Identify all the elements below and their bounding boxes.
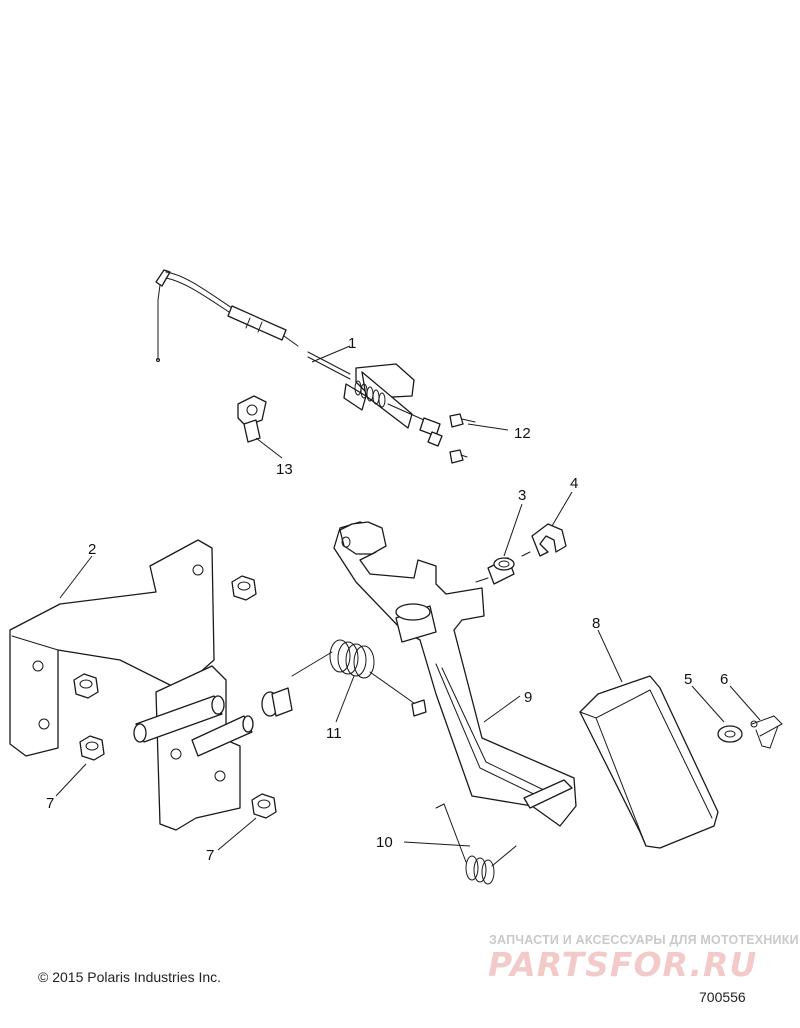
pedal-pad <box>579 675 719 849</box>
callout-labels: 1 2 3 4 5 6 7 7 8 9 10 11 12 13 <box>46 335 728 864</box>
hairpin-clip <box>750 715 783 749</box>
e-clip <box>521 523 567 557</box>
callout-12: 12 <box>514 425 531 442</box>
washer <box>717 725 743 743</box>
callout-1: 1 <box>348 335 356 352</box>
pedal-arm <box>333 521 577 827</box>
screw-lower <box>449 449 468 464</box>
leader-lines <box>55 345 761 851</box>
pedal-bushing <box>475 557 515 585</box>
callout-8: 8 <box>592 615 600 632</box>
flange-nut-4 <box>251 793 277 819</box>
drawing-number: 700556 <box>699 989 746 1005</box>
watermark-tagline: ЗАПЧАСТИ И АКСЕССУАРЫ ДЛЯ МОТОТЕХНИКИ <box>489 933 799 947</box>
torsion-spring-large <box>291 639 427 717</box>
pivot-shaft-upper <box>133 695 225 743</box>
mounting-bracket <box>9 539 241 831</box>
flange-nut-1 <box>231 575 257 601</box>
copyright-notice: © 2015 Polaris Industries Inc. <box>38 969 222 985</box>
flange-nut-2 <box>73 673 99 699</box>
callout-4: 4 <box>570 475 578 492</box>
throttle-cable <box>155 269 351 380</box>
pivot-shaft-lower <box>191 715 254 757</box>
return-spring <box>435 803 517 885</box>
watermark-logo: PARTSFOR.RU <box>488 945 758 984</box>
cable-bracket <box>343 363 443 447</box>
callout-3: 3 <box>518 487 526 504</box>
callout-11: 11 <box>326 725 342 742</box>
callout-13: 13 <box>276 461 293 478</box>
shaft-bushing <box>261 687 293 717</box>
callout-9: 9 <box>524 689 532 706</box>
callout-7-left: 7 <box>46 795 54 812</box>
cable-clip <box>237 395 267 443</box>
cable-spring <box>354 380 386 408</box>
callout-5: 5 <box>684 671 692 688</box>
callout-2: 2 <box>88 541 96 558</box>
callout-6: 6 <box>720 671 728 688</box>
flange-nut-3 <box>79 735 105 761</box>
screw-upper <box>449 413 476 428</box>
callout-10: 10 <box>376 834 393 851</box>
callout-7-bottom: 7 <box>206 847 214 864</box>
